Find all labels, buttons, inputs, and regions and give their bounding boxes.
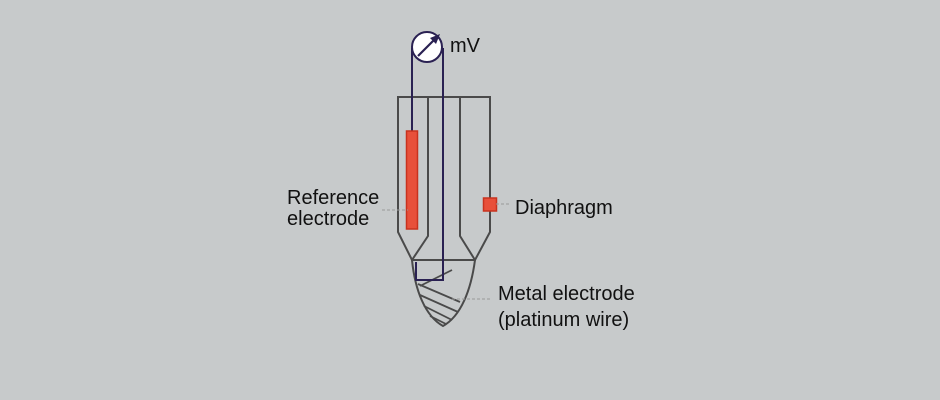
reference-label-line2: electrode — [287, 208, 369, 230]
metal-electrode-wire — [415, 48, 444, 281]
diaphragm-element — [482, 197, 498, 212]
platinum-wire-coil — [417, 269, 461, 325]
metal-electrode-label-line1: Metal electrode — [498, 283, 635, 305]
diaphragm-label: Diaphragm — [515, 197, 613, 219]
glass-bulb — [411, 259, 476, 328]
reference-label-line1: Reference — [287, 187, 379, 209]
metal-electrode-label-line2: (platinum wire) — [498, 309, 629, 331]
inner-tube-right-wall — [459, 97, 476, 261]
reference-electrode-element — [405, 130, 419, 230]
meter-arrowhead-icon — [430, 34, 440, 44]
meter-unit-label: mV — [450, 35, 481, 57]
inner-tube-left-wall — [411, 97, 429, 261]
